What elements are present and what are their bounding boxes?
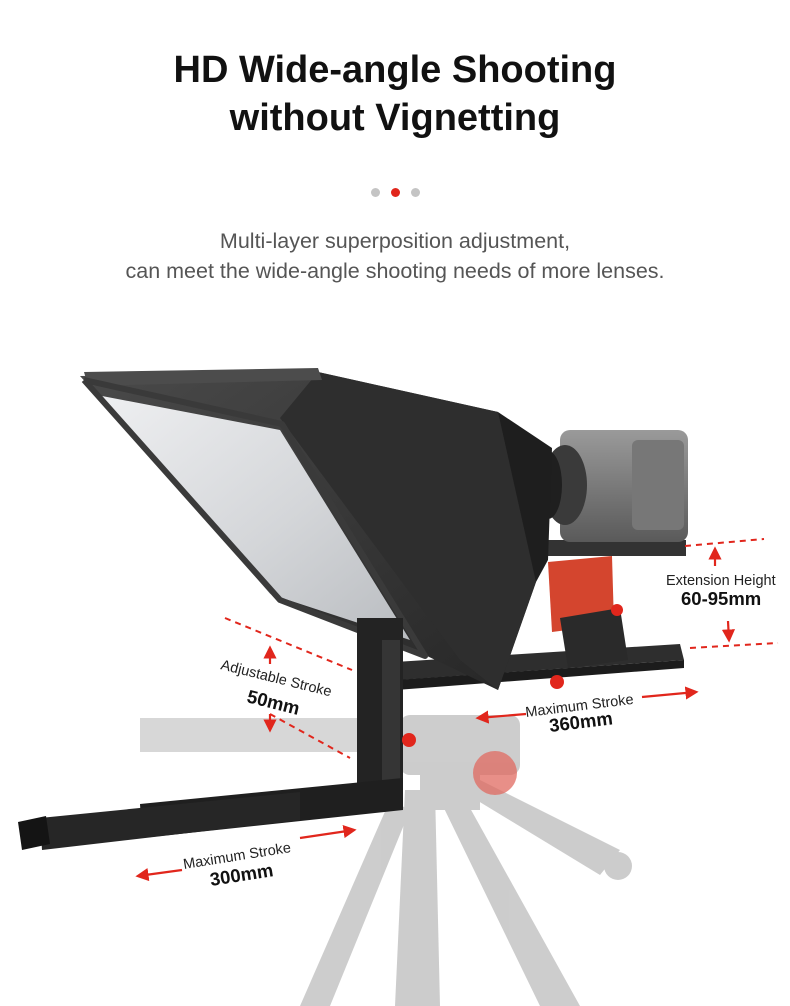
lock-knob-rail bbox=[550, 675, 564, 689]
carousel-dot-2-active[interactable] bbox=[390, 188, 400, 197]
tripod bbox=[300, 715, 632, 1006]
extension-height-annotation: Extension Height 60-95mm bbox=[666, 538, 779, 649]
extension-height-value: 60-95mm bbox=[681, 588, 761, 609]
extension-height-label: Extension Height bbox=[666, 573, 776, 589]
page-title-line-2: without Vignetting bbox=[229, 97, 561, 139]
lock-knob-left bbox=[402, 733, 416, 747]
tripod-knob bbox=[473, 751, 517, 795]
carousel-dot-1[interactable] bbox=[370, 188, 380, 197]
teleprompter-product-illustration: Adjustable Stroke 50mm Extension Height … bbox=[18, 368, 779, 1006]
carousel-indicator bbox=[0, 188, 790, 197]
subtitle-line-1: Multi-layer superposition adjustment, bbox=[219, 229, 571, 253]
camera bbox=[534, 430, 688, 556]
page-title-line-1: HD Wide-angle Shooting bbox=[173, 49, 617, 91]
subtitle-line-2: can meet the wide-angle shooting needs o… bbox=[125, 259, 665, 283]
camera-riser bbox=[548, 556, 628, 668]
beam-splitter-glass bbox=[102, 396, 410, 640]
bottom-bar bbox=[18, 792, 300, 850]
carousel-dot-3[interactable] bbox=[410, 188, 420, 197]
arm-ghost bbox=[140, 718, 390, 752]
max-stroke-bar-annotation: Maximum Stroke 300mm bbox=[135, 825, 357, 890]
